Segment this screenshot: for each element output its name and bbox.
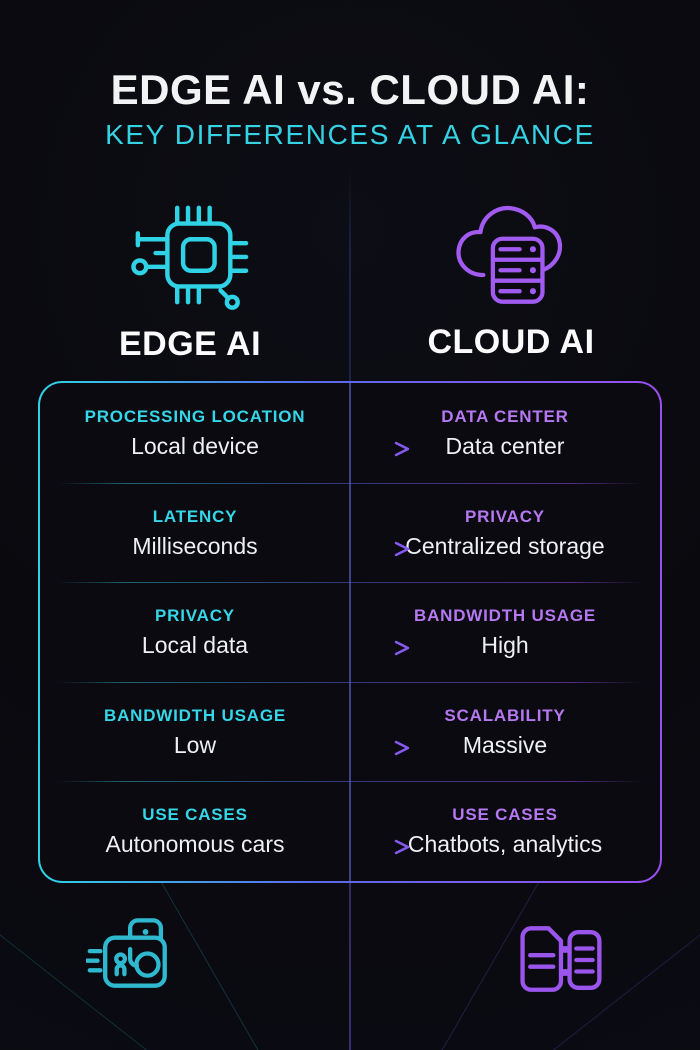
- linked-servers-icon: [512, 924, 608, 1001]
- attribute-value: Milliseconds: [132, 532, 258, 559]
- comparison-table: PROCESSING LOCATION Local device DATA CE…: [38, 381, 662, 883]
- attribute-value: Low: [173, 731, 217, 758]
- attribute-value: Massive: [462, 731, 548, 758]
- cloud-cell: BANDWIDTH USAGE High: [350, 582, 660, 682]
- attribute-label: USE CASES: [142, 805, 248, 825]
- edge-ai-column-header: EDGE AI: [40, 196, 340, 364]
- edge-cell: PROCESSING LOCATION Local device: [40, 383, 350, 483]
- cloud-ai-column-header: CLOUD AI: [361, 196, 661, 362]
- cloud-server-icon: [456, 205, 563, 304]
- comparison-row: PROCESSING LOCATION Local device DATA CE…: [40, 383, 660, 483]
- comparison-row: BANDWIDTH USAGE Low SCALABILITY Massive: [40, 681, 660, 782]
- comparison-row: LATENCY Milliseconds PRIVACY Centralized…: [40, 482, 660, 583]
- autonomous-car-icon: [84, 916, 182, 997]
- comparison-row: PRIVACY Local data BANDWIDTH USAGE High: [40, 582, 660, 682]
- cloud-cell: DATA CENTER Data center: [350, 383, 660, 483]
- comparison-table-body: PROCESSING LOCATION Local device DATA CE…: [40, 383, 660, 881]
- attribute-label: BANDWIDTH USAGE: [104, 705, 286, 725]
- attribute-label: PROCESSING LOCATION: [84, 407, 306, 426]
- arrow-right-icon: [252, 840, 410, 855]
- cloud-cell: SCALABILITY Massive: [350, 682, 660, 782]
- page-title: EDGE AI vs. CLOUD AI:: [110, 66, 590, 113]
- arrow-right-icon: [252, 740, 410, 756]
- edge-ai-heading: EDGE AI: [118, 325, 262, 363]
- edge-cell: LATENCY Milliseconds: [40, 483, 350, 583]
- attribute-value: Local device: [131, 433, 259, 459]
- attribute-label: DATA CENTER: [441, 407, 569, 426]
- arrow-right-icon: [252, 441, 410, 457]
- attribute-label: USE CASES: [452, 805, 558, 825]
- chip-icon: [131, 205, 249, 310]
- attribute-value: Centralized storage: [405, 532, 605, 559]
- attribute-label: SCALABILITY: [444, 705, 566, 725]
- arrow-right-icon: [252, 640, 410, 656]
- attribute-label: PRIVACY: [155, 606, 235, 626]
- edge-cell: BANDWIDTH USAGE Low: [40, 682, 350, 782]
- arrow-right-icon: [252, 541, 410, 556]
- edge-cell: PRIVACY Local data: [40, 582, 350, 682]
- attribute-label: LATENCY: [152, 506, 238, 526]
- attribute-value: Data center: [445, 433, 565, 459]
- cloud-cell: USE CASES Chatbots, analytics: [350, 781, 660, 881]
- column-divider-line: [349, 383, 351, 881]
- cloud-ai-heading: CLOUD AI: [427, 323, 595, 361]
- attribute-label: BANDWIDTH USAGE: [414, 606, 596, 626]
- attribute-value: Chatbots, analytics: [407, 831, 603, 858]
- page-subtitle: KEY DIFFERENCES AT A GLANCE: [105, 119, 595, 150]
- attribute-label: PRIVACY: [465, 506, 545, 526]
- comparison-row: USE CASES Autonomous cars USE CASES Chat…: [40, 781, 660, 881]
- attribute-value: Autonomous cars: [105, 831, 285, 858]
- edge-cell: USE CASES Autonomous cars: [40, 781, 350, 881]
- attribute-value: High: [481, 632, 529, 659]
- cloud-cell: PRIVACY Centralized storage: [350, 483, 660, 583]
- attribute-value: Local data: [141, 632, 249, 659]
